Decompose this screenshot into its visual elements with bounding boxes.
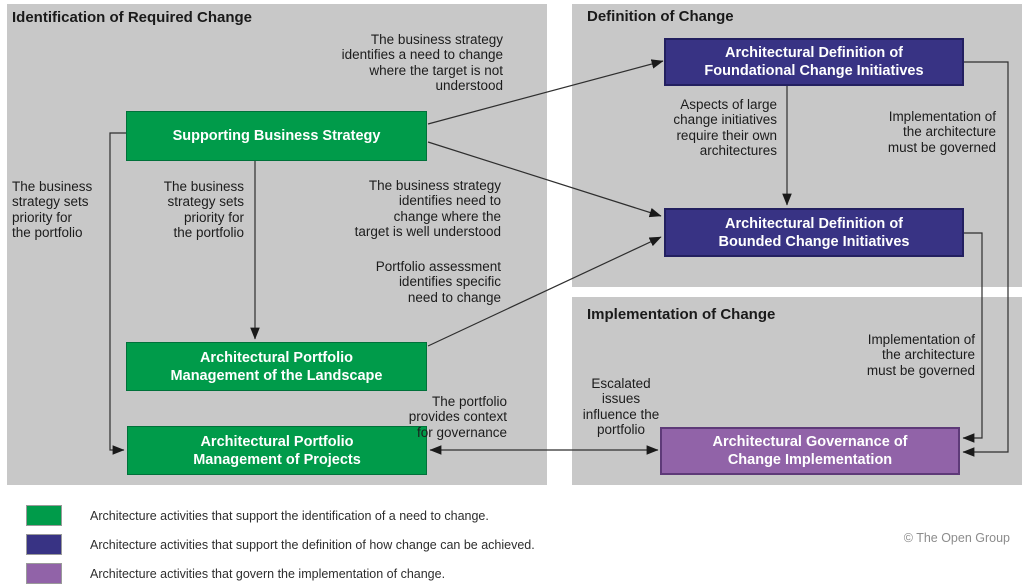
label-need-change-target-not-understood: The business strategy identifies a need … [341,32,503,94]
legend-item-identification: Architecture activities that support the… [26,505,489,526]
node-supporting-business-strategy: Supporting Business Strategy [126,111,427,161]
label-portfolio-provides-context: The portfolio provides context for gover… [408,394,507,440]
legend-item-governance: Architecture activities that govern the … [26,563,445,584]
label-implementation-governed-bottom: Implementation of the architecture must … [866,332,975,378]
arrow-landscape-to-bounded [427,236,662,347]
arrow-strategy-to-bounded [427,141,662,218]
node-bounded-change-initiatives: Architectural Definition of Bounded Chan… [664,208,964,257]
label-strategy-sets-priority-left: The business strategy sets priority for … [12,179,93,241]
label-need-change-target-well-understood: The business strategy identifies need to… [354,178,501,240]
panel-title-identification: Identification of Required Change [12,9,253,26]
legend-swatch-blue [26,534,62,555]
panel-title-definition: Definition of Change [587,8,734,25]
legend-label-governance: Architecture activities that govern the … [90,566,446,581]
panel-title-implementation: Implementation of Change [587,306,776,323]
label-portfolio-assessment: Portfolio assessment identifies specific… [375,259,501,305]
legend-label-identification: Architecture activities that support the… [90,508,489,523]
node-portfolio-management-projects: Architectural Portfolio Management of Pr… [127,426,427,475]
legend-label-definition: Architecture activities that support the… [90,537,535,552]
arrow-bounded-to-governance [962,232,983,443]
legend-swatch-green [26,505,62,526]
arrow-foundational-to-governance [962,61,1009,457]
label-aspects-of-large-change: Aspects of large change initiatives requ… [673,97,777,159]
arrow-strategy-to-projects [109,132,126,455]
copyright-text: © The Open Group [903,531,1010,545]
label-strategy-sets-priority-mid: The business strategy sets priority for … [163,179,244,241]
node-portfolio-management-landscape: Architectural Portfolio Management of th… [126,342,427,391]
label-escalated-issues: Escalated issues influence the portfolio [582,376,660,438]
node-governance-change-implementation: Architectural Governance of Change Imple… [660,427,960,475]
legend-swatch-purple [26,563,62,584]
label-implementation-governed-top: Implementation of the architecture must … [887,109,996,155]
panel-identification-of-required-change [7,4,547,485]
arrow-strategy-to-foundational [427,59,664,125]
legend-item-definition: Architecture activities that support the… [26,534,535,555]
node-foundational-change-initiatives: Architectural Definition of Foundational… [664,38,964,86]
